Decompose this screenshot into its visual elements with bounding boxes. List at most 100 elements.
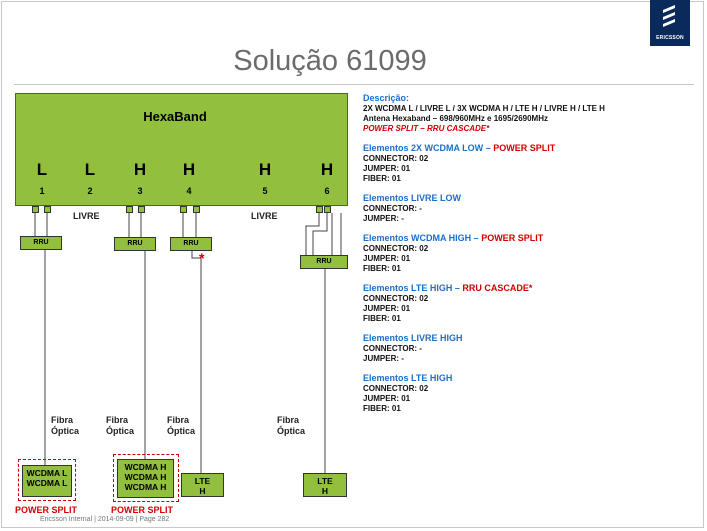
section-tag: POWER SPLIT <box>493 143 556 153</box>
section-heading: Elementos LTE HIGH <box>363 373 693 384</box>
antenna-connector <box>193 206 200 213</box>
section-line: FIBER: 01 <box>363 264 401 273</box>
section-heading: Elementos LIVRE LOW <box>363 193 693 204</box>
port-number: 2 <box>87 186 93 196</box>
section-line: FIBER: 01 <box>363 314 401 323</box>
section-title: Elementos LIVRE HIGH <box>363 333 463 343</box>
wcdma-l-device: WCDMA L WCDMA L <box>22 465 72 497</box>
optica-line: Óptica <box>167 426 196 436</box>
page-title: Solução 61099 <box>233 45 427 77</box>
device-label: WCDMA H <box>124 472 167 482</box>
device-label: H <box>321 486 329 496</box>
section-line: CONNECTOR: 02 <box>363 384 429 393</box>
description-line: Antena Hexaband – 698/960MHz e 1695/2690… <box>363 114 548 123</box>
description-panel: Descrição: 2X WCDMA L / LIVRE L / 3X WCD… <box>363 93 693 423</box>
cascade-star: * <box>199 250 205 266</box>
wcdma-h-device: WCDMA H WCDMA H WCDMA H <box>117 459 174 498</box>
lte-h-device: LTE H <box>181 473 224 497</box>
title-divider <box>14 84 694 85</box>
section-separator: – <box>483 143 494 153</box>
elements-section: Elementos LTE HIGH – RRU CASCADE*CONNECT… <box>363 283 693 324</box>
section-title: Elementos LTE HIGH <box>363 283 453 293</box>
device-label: WCDMA H <box>124 462 167 472</box>
rru-unit: RRU <box>20 236 62 250</box>
optica-line: Óptica <box>277 426 306 436</box>
section-line: FIBER: 01 <box>363 174 401 183</box>
power-split-label: POWER SPLIT <box>15 505 78 515</box>
antenna-label: HexaBand <box>143 109 207 124</box>
antenna-connector <box>180 206 187 213</box>
port-number: 1 <box>39 186 45 196</box>
ericsson-mark-icon <box>663 5 675 27</box>
section-line: CONNECTOR: 02 <box>363 244 429 253</box>
jumper-wire <box>312 213 328 256</box>
section-title: Elementos 2X WCDMA LOW <box>363 143 484 153</box>
optica-line: Óptica <box>106 426 135 436</box>
section-line: CONNECTOR: - <box>363 344 422 353</box>
antenna-connector <box>126 206 133 213</box>
band-label: H <box>258 160 272 179</box>
power-split-label: POWER SPLIT <box>111 505 174 515</box>
power-split-group <box>18 459 76 501</box>
section-tag: POWER SPLIT <box>481 233 544 243</box>
description-title: Descrição: <box>363 93 410 103</box>
section-heading: Elementos LTE HIGH – RRU CASCADE* <box>363 283 693 294</box>
section-separator: – <box>471 233 482 243</box>
section-tag: RRU CASCADE* <box>462 283 533 293</box>
device-label: LTE <box>194 476 211 486</box>
antenna-connector <box>138 206 145 213</box>
hexaband-antenna: HexaBand L L H H H H 1 2 3 4 5 6 <box>15 93 348 206</box>
rru-unit: RRU <box>114 237 156 251</box>
section-line: JUMPER: 01 <box>363 254 411 263</box>
section-heading: Elementos WCDMA HIGH – POWER SPLIT <box>363 233 693 244</box>
section-line: JUMPER: 01 <box>363 164 411 173</box>
rru-unit: RRU <box>300 255 348 269</box>
footer: Ericsson Internal | 2014-09-09 | Page 28… <box>40 516 170 523</box>
logo-wordmark: ERICSSON <box>656 35 684 41</box>
fiber-line <box>191 251 202 473</box>
description-line: 2X WCDMA L / LIVRE L / 3X WCDMA H / LTE … <box>363 104 605 113</box>
band-label: H <box>320 160 334 179</box>
section-title: Elementos WCDMA HIGH <box>363 233 472 243</box>
device-label: LTE <box>317 476 333 486</box>
livre-label: LIVRE <box>251 211 278 221</box>
device-label: WCDMA L <box>26 478 68 488</box>
rru-unit: RRU <box>170 237 212 251</box>
section-line: JUMPER: - <box>363 354 404 363</box>
band-label: H <box>133 160 147 179</box>
fibra-line: Fibra <box>167 415 190 425</box>
fibra-line: Fibra <box>51 415 74 425</box>
device-label: H <box>199 486 206 496</box>
section-line: JUMPER: - <box>363 214 404 223</box>
description-line: POWER SPLIT – RRU CASCADE* <box>363 124 490 133</box>
ericsson-logo: ERICSSON <box>650 0 690 46</box>
section-line: CONNECTOR: 02 <box>363 294 429 303</box>
power-split-group <box>113 454 179 502</box>
section-separator: – <box>452 283 463 293</box>
band-label: L <box>36 160 48 179</box>
antenna-connector <box>316 206 323 213</box>
antenna-connector <box>32 206 39 213</box>
jumper-wire <box>305 213 320 256</box>
port-number: 5 <box>262 186 268 196</box>
optica-line: Óptica <box>51 426 80 436</box>
description-block: Descrição: 2X WCDMA L / LIVRE L / 3X WCD… <box>363 93 693 134</box>
device-label: WCDMA H <box>124 482 167 492</box>
elements-sections: Elementos 2X WCDMA LOW – POWER SPLIT CONN… <box>363 143 693 414</box>
section-title: Elementos LTE HIGH <box>363 373 453 383</box>
section-line: CONNECTOR: 02 <box>363 154 429 163</box>
elements-section: Elementos 2X WCDMA LOW – POWER SPLIT CONN… <box>363 143 693 184</box>
port-number: 4 <box>186 186 192 196</box>
antenna-connector <box>324 206 331 213</box>
section-title: Elementos LIVRE LOW <box>363 193 462 203</box>
